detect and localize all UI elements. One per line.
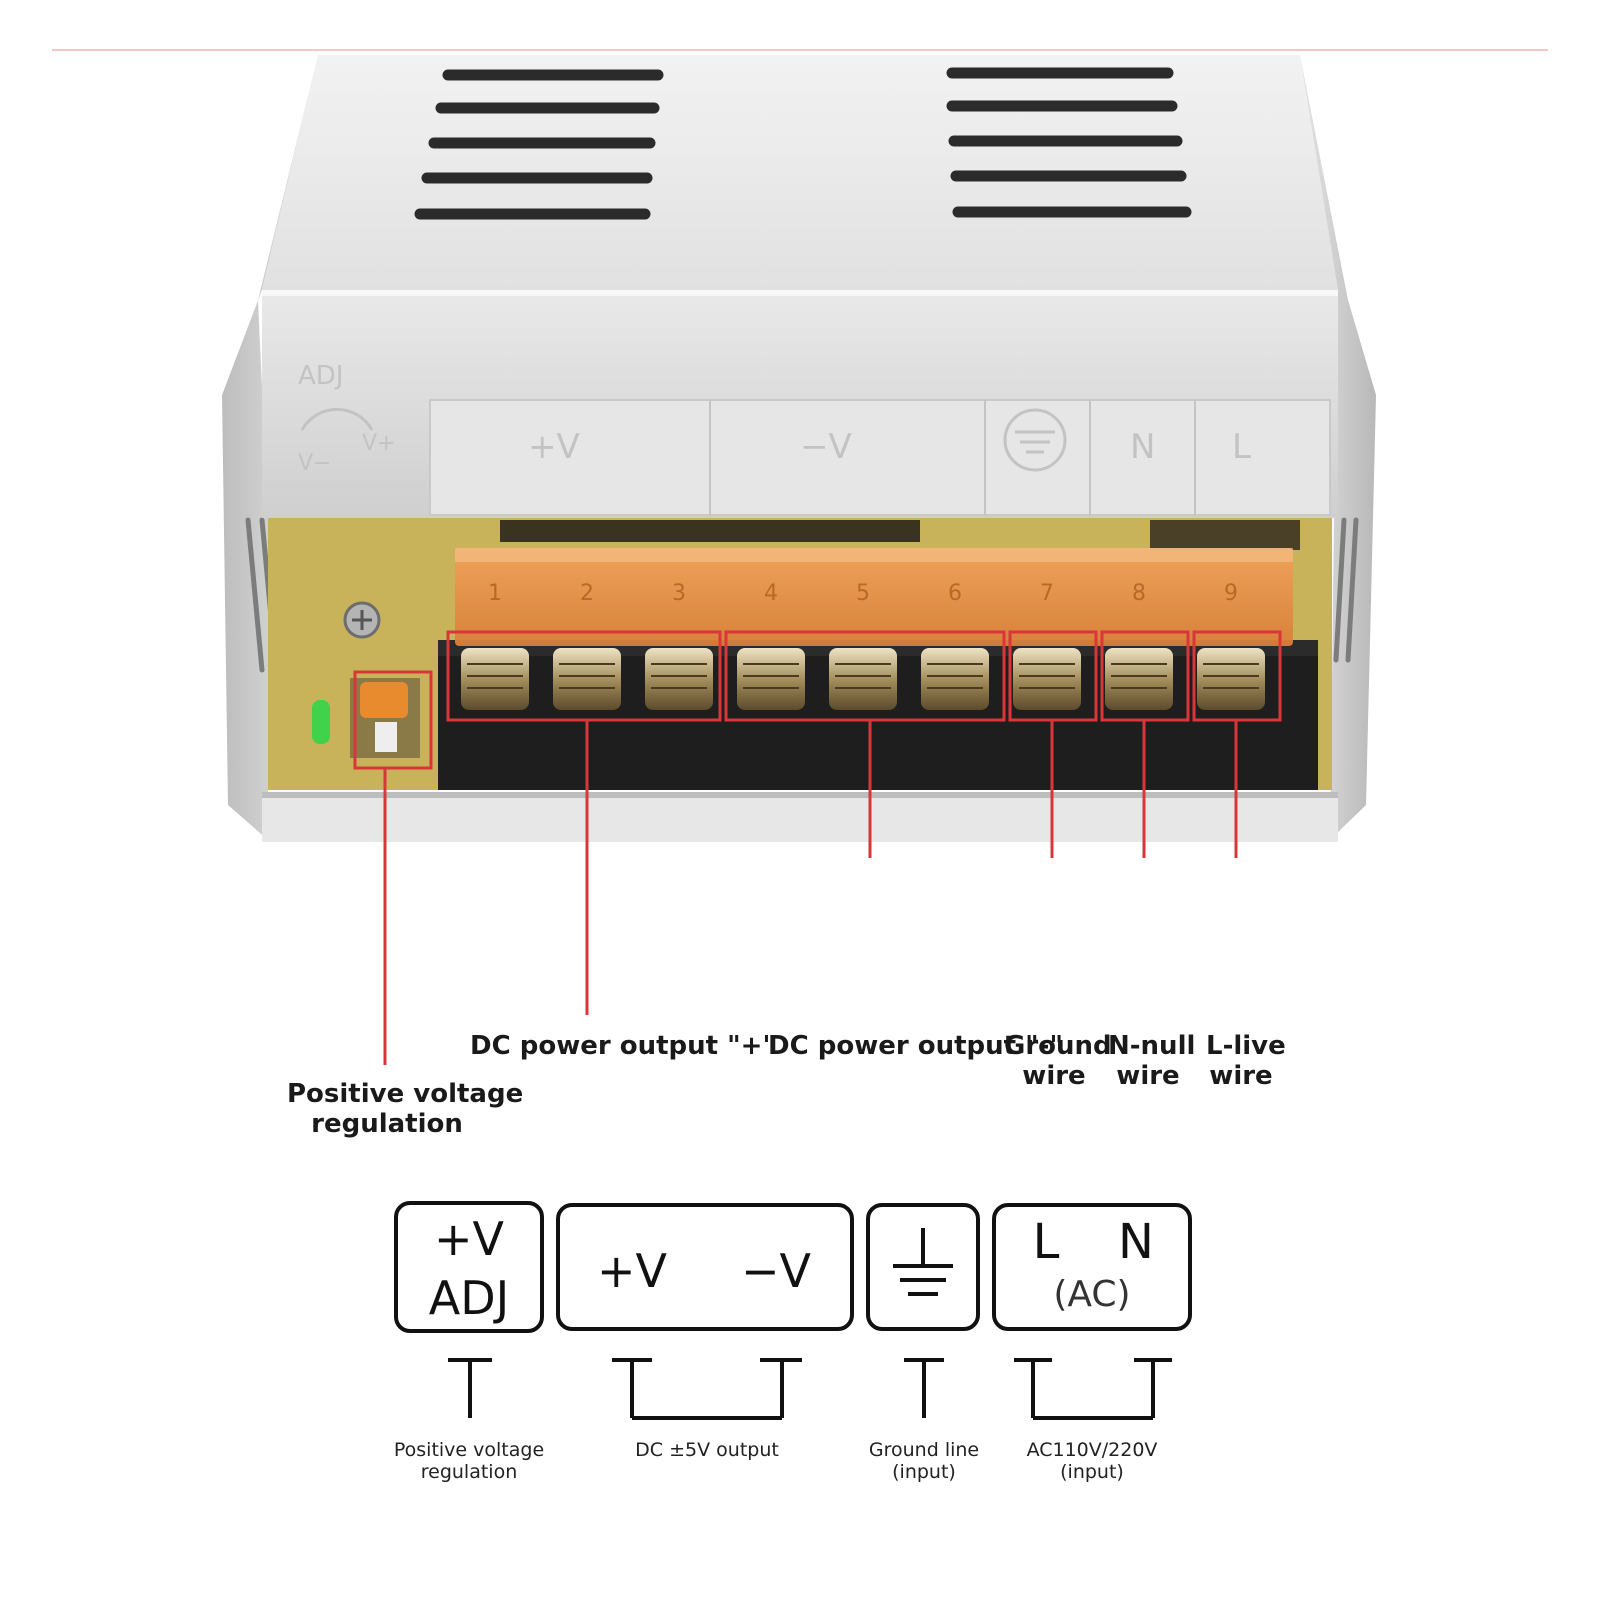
callout-line-2: wire	[1116, 1060, 1180, 1091]
caption-line-1: Positive voltage	[393, 1439, 545, 1461]
terminal-number-1: 1	[488, 581, 502, 606]
callout-line-1: N-null	[1108, 1031, 1196, 1061]
embossed-plus-v: +V	[528, 427, 580, 467]
callout-dc-output-minus: DC power output "-"	[768, 1031, 1064, 1061]
terminal-screw-7[interactable]	[1013, 648, 1081, 710]
embossed-adj: ADJ	[298, 361, 343, 391]
legend-dc-plus: +V	[597, 1244, 668, 1298]
legend-adj-bottom: ADJ	[429, 1271, 509, 1325]
terminal-number-9: 9	[1224, 581, 1238, 606]
terminal-screw-3[interactable]	[645, 648, 713, 710]
terminal-number-2: 2	[580, 581, 594, 606]
callout-positive-voltage-regulation: Positive voltage regulation	[287, 1079, 524, 1140]
caption-ac: AC110V/220V (input)	[1022, 1439, 1162, 1484]
callout-n-null-wire: N-null wire	[1108, 1031, 1196, 1092]
terminal-screw-6[interactable]	[921, 648, 989, 710]
case-top-cover	[262, 55, 1338, 290]
embossed-v-plus: V+	[362, 431, 395, 456]
highlight-minus-group	[724, 630, 1006, 722]
case-top-vents	[414, 67, 1192, 220]
legend-ac-n: N	[1118, 1214, 1154, 1270]
callout-line-2: wire	[1209, 1060, 1273, 1091]
legend-ac-l: L	[1033, 1214, 1060, 1270]
callout-line-1: Ground	[1004, 1031, 1112, 1061]
embossed-n: N	[1130, 427, 1155, 467]
legend	[394, 1201, 1192, 1333]
legend-adj-top: +V	[434, 1212, 505, 1266]
caption-line-1: AC110V/220V	[1026, 1439, 1158, 1461]
callout-dc-output-plus: DC power output "+"	[470, 1031, 776, 1061]
embossed-adj-arc	[300, 407, 374, 431]
case-bottom-rail	[262, 792, 1338, 842]
embossed-l: L	[1232, 427, 1251, 467]
caption-ground: Ground line (input)	[864, 1439, 984, 1484]
callout-ground-wire: Ground wire	[1004, 1031, 1112, 1092]
highlight-adj	[353, 670, 433, 770]
terminal-cover	[455, 548, 1293, 646]
embossed-ground-icon	[1003, 408, 1067, 472]
terminal-number-4: 4	[764, 581, 778, 606]
callout-l-live-wire: L-live wire	[1206, 1031, 1286, 1092]
callout-line-2: wire	[1022, 1060, 1086, 1091]
legend-box-dc	[556, 1203, 854, 1331]
terminal-number-5: 5	[856, 581, 870, 606]
caption-line-2: (input)	[892, 1460, 956, 1483]
legend-box-adj	[394, 1201, 544, 1333]
terminal-screw-4[interactable]	[737, 648, 805, 710]
terminal-screw-9[interactable]	[1197, 648, 1265, 710]
caption-line-1: Ground line	[868, 1439, 980, 1461]
case-left-wall	[222, 55, 318, 840]
caption-line-2: (input)	[1060, 1460, 1124, 1483]
terminal-screw-5[interactable]	[829, 648, 897, 710]
legend-ac-label: (AC)	[1053, 1274, 1130, 1315]
caption-line-2: regulation	[420, 1460, 518, 1483]
legend-box-ac	[992, 1203, 1192, 1331]
terminal-number-8: 8	[1132, 581, 1146, 606]
terminal-number-7: 7	[1040, 581, 1054, 606]
embossed-v-minus: V−	[298, 451, 331, 476]
callout-line-1: L-live	[1206, 1031, 1286, 1061]
terminal-screw-1[interactable]	[461, 648, 529, 710]
callout-line-2: regulation	[311, 1108, 463, 1139]
led-indicator	[312, 700, 330, 744]
highlight-plus-group	[446, 630, 722, 722]
legend-box-ground	[866, 1203, 980, 1331]
callout-line-1: Positive voltage	[287, 1079, 524, 1109]
terminal-screws	[461, 648, 1265, 710]
terminal-screw-2[interactable]	[553, 648, 621, 710]
caption-adj: Positive voltage regulation	[384, 1439, 554, 1484]
legend-connectors	[448, 1358, 1172, 1420]
terminal-number-3: 3	[672, 581, 686, 606]
embossed-minus-v: −V	[800, 427, 852, 467]
terminal-number-6: 6	[948, 581, 962, 606]
legend-dc-minus: −V	[741, 1244, 812, 1298]
ground-icon	[893, 1228, 953, 1296]
terminal-screw-8[interactable]	[1105, 648, 1173, 710]
caption-dc: DC ±5V output	[635, 1439, 779, 1461]
callout-leaders	[383, 720, 1238, 1065]
